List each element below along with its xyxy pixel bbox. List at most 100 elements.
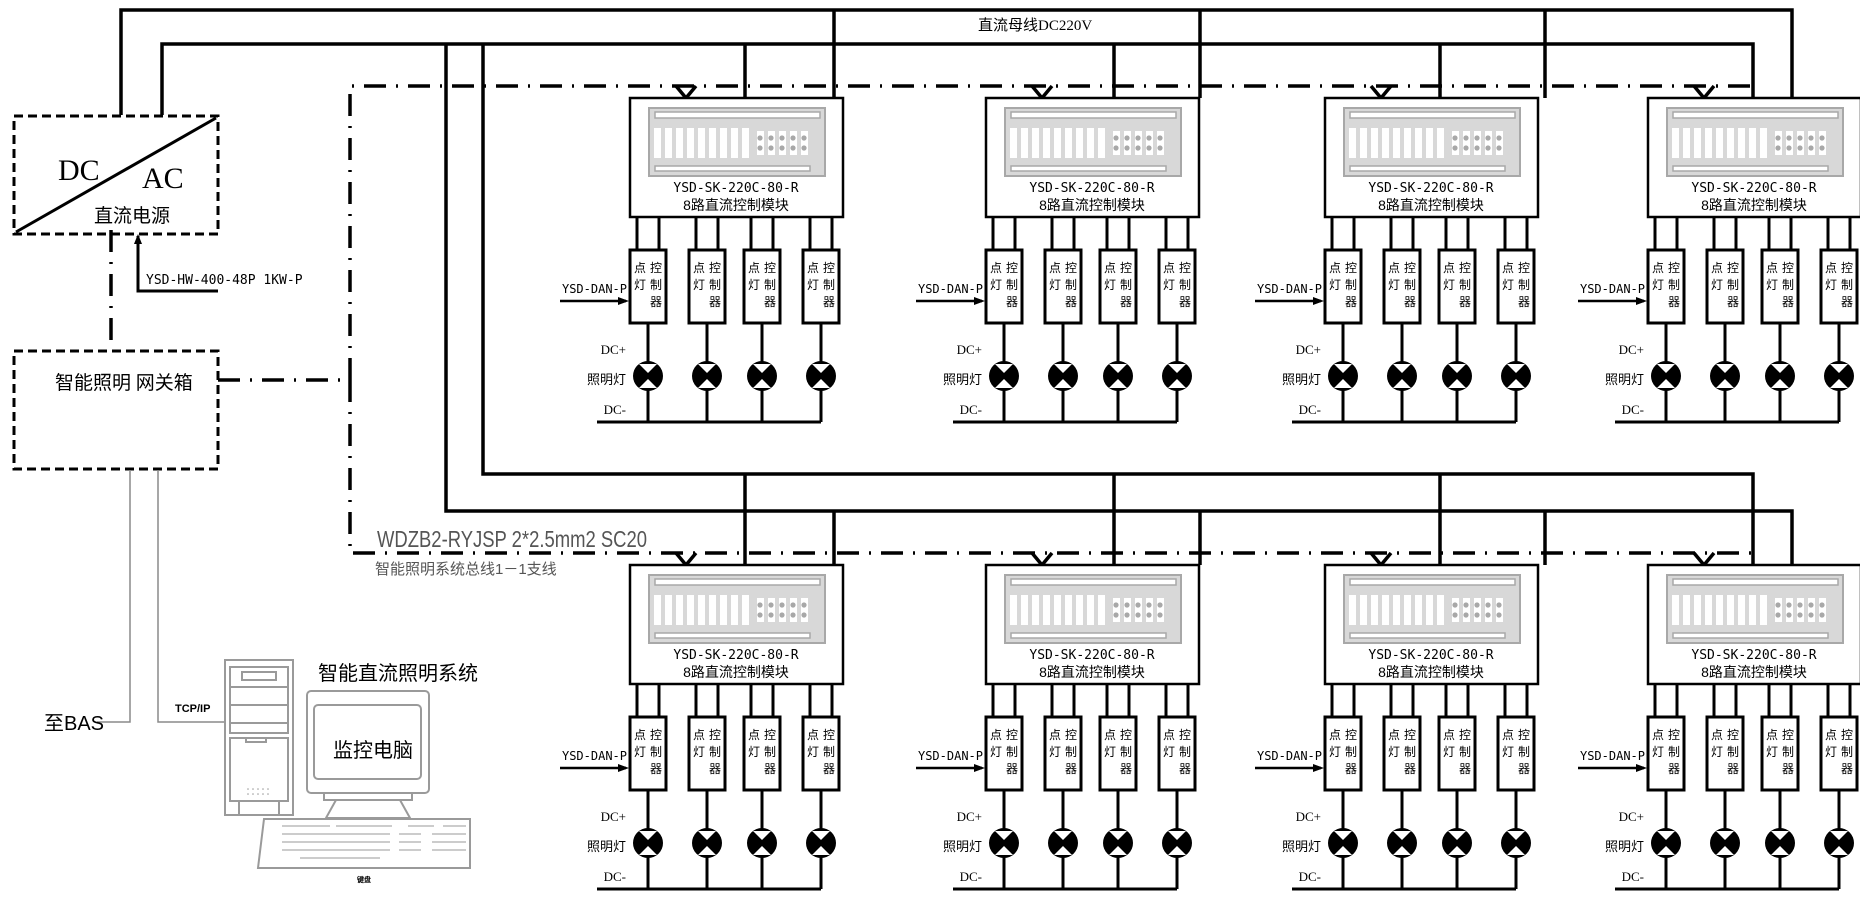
controller-label: 制 [1006, 745, 1018, 759]
controller-label: 控 [650, 261, 662, 275]
lamp-icon [692, 361, 722, 391]
controller-label: 器 [1518, 295, 1530, 309]
lamp-icon [1442, 828, 1472, 858]
gateway: 智能照明 网关箱 [12, 349, 220, 471]
controller-label: 控 [1668, 728, 1680, 742]
module-model: YSD-SK-220C-80-R [1691, 181, 1816, 196]
controller-box [1382, 715, 1422, 792]
lamp-icon [1387, 361, 1417, 391]
controller-label: 制 [1518, 278, 1530, 292]
controller-label: 器 [1459, 295, 1471, 309]
lamp-label: 照明灯 [587, 839, 626, 854]
dc-plus-label: DC+ [957, 809, 982, 824]
lamp-label: 照明灯 [1282, 839, 1321, 854]
controller-box [1819, 715, 1859, 792]
lamp-icon [1765, 828, 1795, 858]
controller-label: 控 [1179, 728, 1191, 742]
controller-label: 点 [748, 261, 760, 275]
dc-minus-label: DC- [604, 869, 626, 884]
tcpip-link [157, 470, 224, 723]
controller-label: 器 [1404, 295, 1416, 309]
tcpip-label: TCP/IP [175, 703, 210, 715]
controller-label: 制 [1727, 745, 1739, 759]
dc-minus-label: DC- [1299, 402, 1321, 417]
control-bus-tap-icon [1369, 551, 1393, 568]
controller-label: 制 [1841, 745, 1853, 759]
module-model: YSD-SK-220C-80-R [1029, 181, 1154, 196]
controller-label: 控 [1841, 728, 1853, 742]
controller-label: 控 [1668, 261, 1680, 275]
controller-label: 器 [823, 762, 835, 776]
controller-label: 制 [1345, 278, 1357, 292]
controller-label: 器 [709, 762, 721, 776]
lamp-icon [1765, 361, 1795, 391]
controller-label: 制 [823, 278, 835, 292]
controller-label: 制 [1782, 278, 1794, 292]
controller-label: 控 [1727, 261, 1739, 275]
controller-box [1646, 715, 1686, 792]
controller-label: 控 [709, 261, 721, 275]
gateway-name: 智能照明 网关箱 [55, 372, 193, 394]
controller-label: 点 [1049, 728, 1061, 742]
lamp-icon [692, 828, 722, 858]
dc-plus-label: DC+ [1296, 342, 1321, 357]
controller-label: 点 [1388, 261, 1400, 275]
control-bus-top [348, 84, 1760, 380]
controller-label: 制 [1459, 745, 1471, 759]
controller-label: 点 [693, 261, 705, 275]
lamp-icon [1501, 361, 1531, 391]
module-name: 8路直流控制模块 [1378, 664, 1484, 680]
controller-label: 控 [1782, 728, 1794, 742]
controller-label: 灯 [807, 745, 819, 759]
controller-label: 制 [1668, 745, 1680, 759]
module-name: 8路直流控制模块 [1701, 664, 1807, 680]
controller-box [1098, 248, 1138, 325]
module-top-1: YSD-SK-220C-80-R8路直流控制模块点灯控制器点灯控制器点灯控制器点… [560, 10, 845, 424]
controller-label: 点 [1766, 261, 1778, 275]
controller-label: 控 [1065, 261, 1077, 275]
controller-label: 制 [1459, 278, 1471, 292]
controller-label: 灯 [1104, 745, 1116, 759]
pc-vent-dots [247, 788, 269, 795]
controller-label: 器 [1782, 762, 1794, 776]
controller-label: 点 [990, 728, 1002, 742]
module-name: 8路直流控制模块 [683, 664, 789, 680]
controller-label: 点 [1329, 728, 1341, 742]
din-rail-module-icon [1343, 107, 1521, 177]
controller-label: 灯 [1329, 745, 1341, 759]
lamp-icon [1328, 828, 1358, 858]
lamp-icon [1501, 828, 1531, 858]
ac-label: AC [142, 162, 184, 195]
controller-label: 灯 [693, 745, 705, 759]
controller-label: 灯 [1652, 745, 1664, 759]
arrow-head-icon [1313, 297, 1324, 305]
controller-label: 灯 [634, 278, 646, 292]
controller-box [628, 715, 668, 792]
controller-label: 控 [709, 728, 721, 742]
controller-box [1760, 715, 1800, 792]
input-model-label: YSD-DAN-P [562, 749, 627, 763]
dc-label: DC [58, 154, 100, 187]
module-bottom-2: YSD-SK-220C-80-R8路直流控制模块点灯控制器点灯控制器点灯控制器点… [916, 474, 1202, 891]
din-rail-module-icon [1666, 574, 1844, 644]
controller-box [1157, 248, 1197, 325]
lamp-label: 照明灯 [943, 839, 982, 854]
keyboard [256, 818, 471, 869]
controller-label: 点 [1104, 728, 1116, 742]
lamp-icon [806, 361, 836, 391]
lamp-icon [1651, 361, 1681, 391]
keyboard-caption: 键盘 [356, 875, 371, 884]
controller-label: 点 [807, 261, 819, 275]
psu-model-leader [136, 236, 218, 293]
module-name: 8路直流控制模块 [1039, 197, 1145, 213]
controller-label: 灯 [990, 745, 1002, 759]
lamp-icon [989, 361, 1019, 391]
